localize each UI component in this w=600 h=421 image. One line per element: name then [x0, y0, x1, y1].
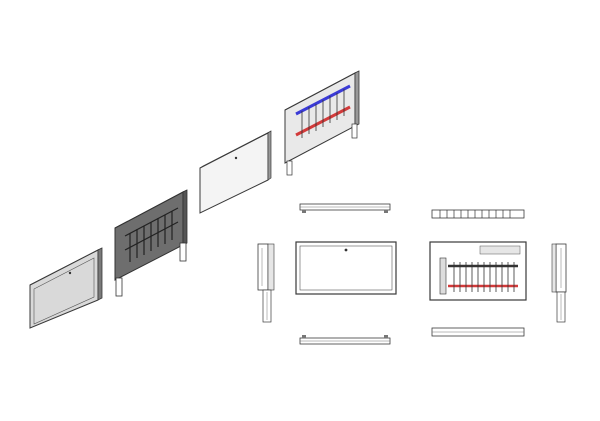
iso-colored-cabinet	[284, 70, 360, 176]
ortho-front-open	[429, 241, 527, 301]
door-edge-side	[267, 130, 272, 181]
ortho-bottom-view-closed	[299, 335, 391, 345]
iso-closed-cabinet	[29, 247, 103, 329]
ortho-bottom-view-open	[431, 327, 525, 337]
colored-manifold-ports	[301, 89, 345, 138]
ortho-top-view-closed	[299, 203, 391, 213]
ortho-top-view-open	[431, 209, 525, 219]
open-cabinet-frame-side	[182, 189, 188, 246]
cabinet-leg-left	[286, 160, 293, 176]
colored-cabinet-box	[284, 72, 356, 164]
ortho-left-side	[257, 243, 275, 323]
manifold-loops	[453, 262, 515, 292]
cabinet-door-inset	[33, 257, 95, 325]
door-lock	[68, 271, 72, 275]
iso-loose-door	[199, 130, 272, 214]
cabinet-front-panel	[29, 249, 99, 329]
door-lock	[344, 248, 348, 252]
cabinet-leg-right	[179, 242, 187, 262]
colored-cabinet-side	[354, 70, 360, 127]
cabinet-side-edge	[97, 247, 103, 301]
ortho-front-closed	[295, 241, 397, 295]
cabinet-leg-left	[115, 277, 123, 297]
iso-open-cabinet	[114, 189, 188, 297]
cabinet-leg-right	[351, 123, 358, 139]
door-lock	[234, 156, 238, 160]
ortho-right-side	[551, 243, 567, 323]
manifold-pipes-dark	[124, 207, 179, 262]
door-panel	[199, 132, 269, 214]
